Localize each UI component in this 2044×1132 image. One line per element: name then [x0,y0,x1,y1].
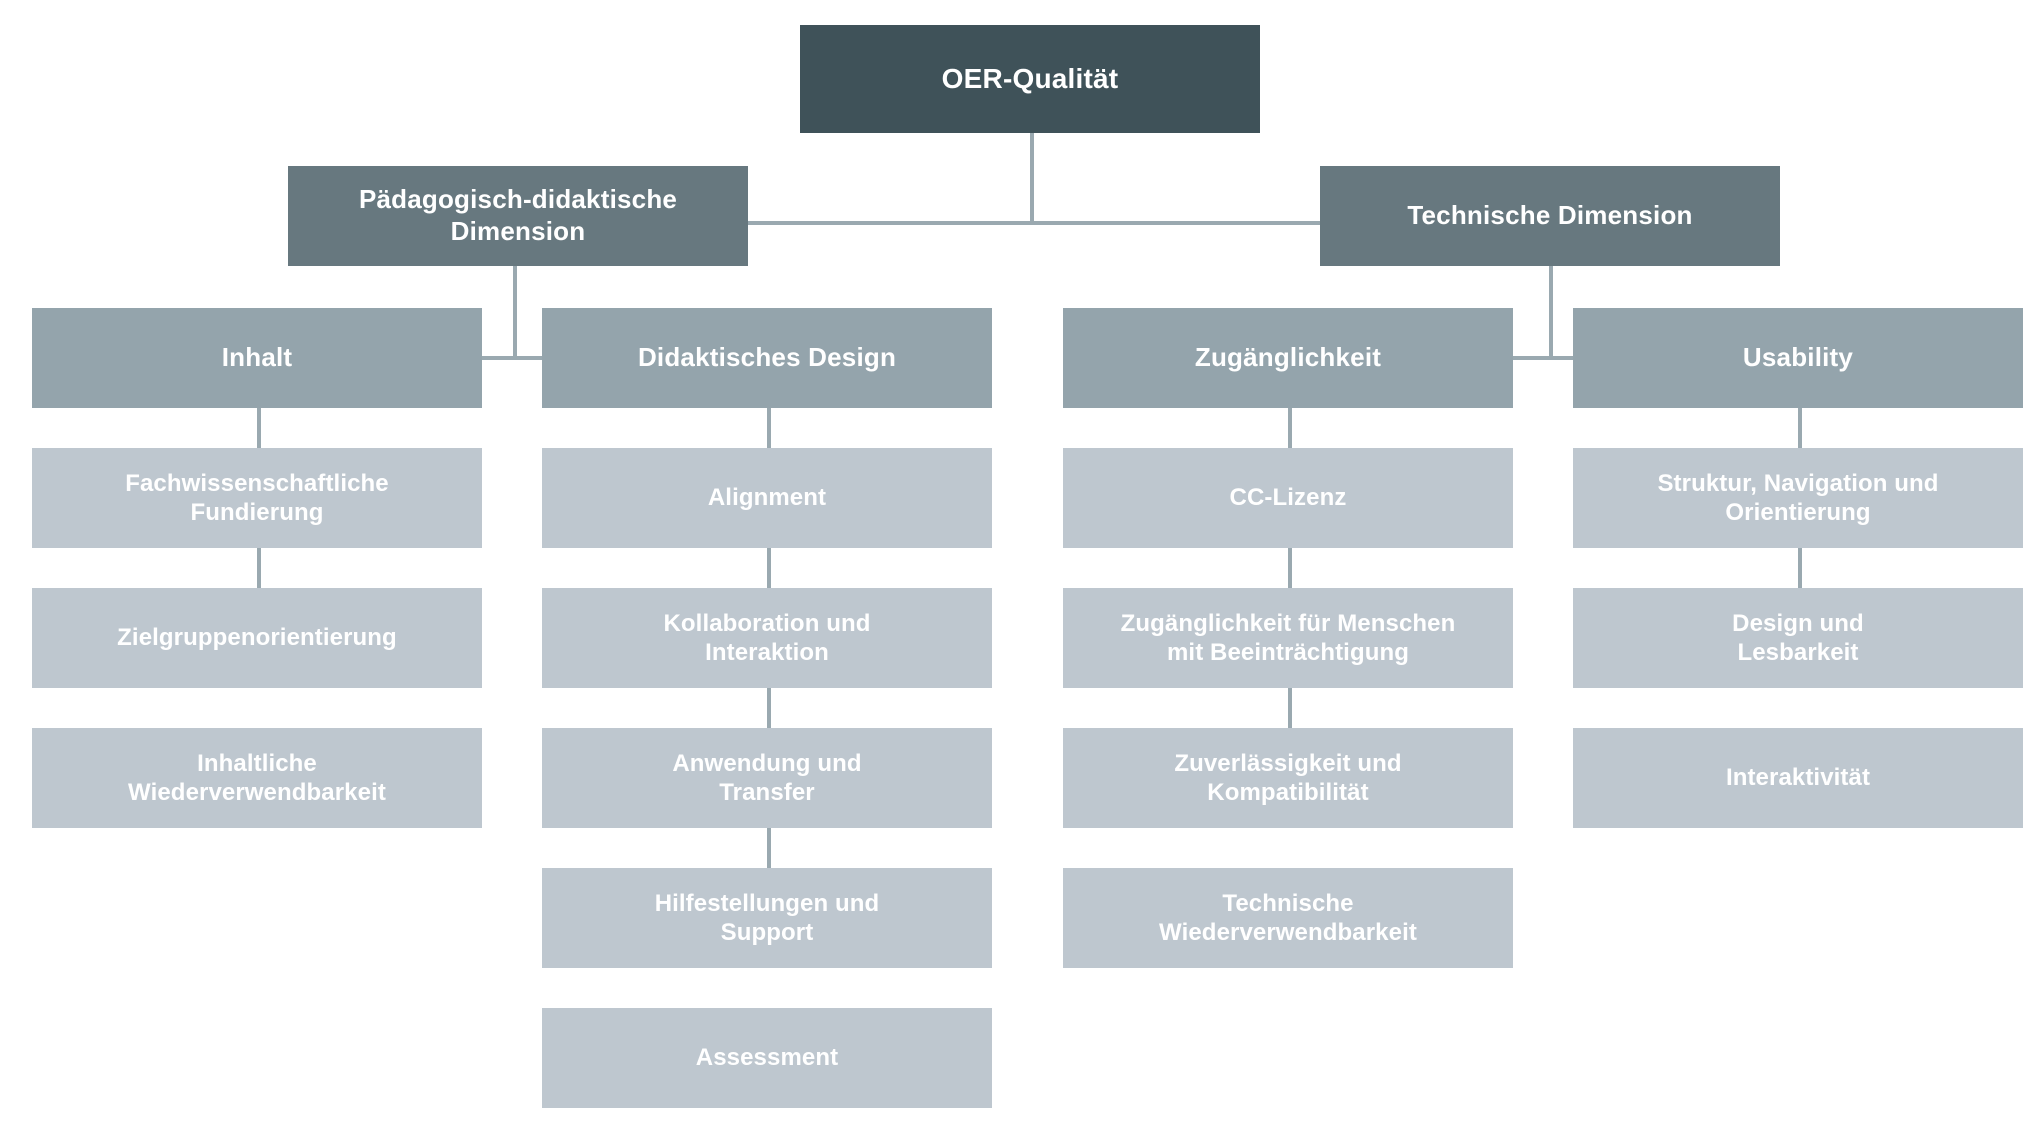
connector-technisch-category-crossbar [1290,356,1800,360]
node-leaf-label: Kollaboration und Interaktion [663,609,871,666]
node-leaf-label: Fachwissenschaftliche Fundierung [125,469,389,526]
node-leaf-struktur-navigation-und-orientierung[interactable]: Struktur, Navigation und Orientierung [1573,448,2023,548]
node-leaf-fachwissenschaftliche-fundierung[interactable]: Fachwissenschaftliche Fundierung [32,448,482,548]
node-leaf-label: Technische Wiederverwendbarkeit [1159,889,1417,946]
node-root-label: OER-Qualität [941,62,1119,94]
node-leaf-alignment[interactable]: Alignment [542,448,992,548]
node-leaf-label: Design und Lesbarkeit [1732,609,1864,666]
node-leaf-label: Hilfestellungen und Support [654,889,880,946]
node-leaf-zuverlaessigkeit-und-kompatibilitaet[interactable]: Zuverlässigkeit und Kompatibilität [1063,728,1513,828]
node-leaf-assessment[interactable]: Assessment [542,1008,992,1108]
node-leaf-label: Zuverlässigkeit und Kompatibilität [1174,749,1402,806]
connector-root-stem [1030,133,1034,223]
node-leaf-kollaboration-und-interaktion[interactable]: Kollaboration und Interaktion [542,588,992,688]
node-leaf-interaktivitaet[interactable]: Interaktivität [1573,728,2023,828]
node-leaf-cc-lizenz[interactable]: CC-Lizenz [1063,448,1513,548]
node-leaf-label: Struktur, Navigation und Orientierung [1657,469,1939,526]
node-category-didaktisches-design[interactable]: Didaktisches Design [542,308,992,408]
connector-paedagogisch-category-crossbar [259,356,769,360]
node-category-usability-label: Usability [1742,342,1854,373]
node-leaf-zielgruppenorientierung[interactable]: Zielgruppenorientierung [32,588,482,688]
node-leaf-label: Interaktivität [1725,764,1871,792]
node-category-didaktisches-design-label: Didaktisches Design [637,342,897,373]
node-leaf-label: CC-Lizenz [1229,484,1347,512]
node-dimension-technisch[interactable]: Technische Dimension [1320,166,1780,266]
node-dimension-paedagogisch-label: Pädagogisch-didaktische Dimension [358,184,678,246]
node-dimension-technisch-label: Technische Dimension [1407,200,1693,231]
connector-dimension-crossbar [513,221,1549,225]
node-category-usability[interactable]: Usability [1573,308,2023,408]
node-leaf-technische-wiederverwendbarkeit[interactable]: Technische Wiederverwendbarkeit [1063,868,1513,968]
node-dimension-paedagogisch[interactable]: Pädagogisch-didaktische Dimension [288,166,748,266]
node-root-oer-qualitaet[interactable]: OER-Qualität [800,25,1260,133]
node-leaf-label: Assessment [695,1044,839,1072]
node-leaf-label: Zielgruppenorientierung [117,624,397,652]
node-category-zugaenglichkeit[interactable]: Zugänglichkeit [1063,308,1513,408]
node-category-inhalt[interactable]: Inhalt [32,308,482,408]
node-category-inhalt-label: Inhalt [221,342,293,373]
node-leaf-design-und-lesbarkeit[interactable]: Design und Lesbarkeit [1573,588,2023,688]
node-leaf-anwendung-und-transfer[interactable]: Anwendung und Transfer [542,728,992,828]
connector-paedagogisch-stem [513,221,517,358]
node-leaf-label: Inhaltliche Wiederverwendbarkeit [128,749,386,806]
node-leaf-zugaenglichkeit-fuer-menschen-mit-beeintraechtigung[interactable]: Zugänglichkeit für Menschen mit Beeinträ… [1063,588,1513,688]
node-leaf-hilfestellungen-und-support[interactable]: Hilfestellungen und Support [542,868,992,968]
node-leaf-label: Zugänglichkeit für Menschen mit Beeinträ… [1120,609,1456,666]
node-category-zugaenglichkeit-label: Zugänglichkeit [1194,342,1382,373]
node-leaf-inhaltliche-wiederverwendbarkeit[interactable]: Inhaltliche Wiederverwendbarkeit [32,728,482,828]
connector-technisch-stem [1549,221,1553,358]
node-leaf-label: Anwendung und Transfer [672,749,862,806]
node-leaf-label: Alignment [707,484,827,512]
